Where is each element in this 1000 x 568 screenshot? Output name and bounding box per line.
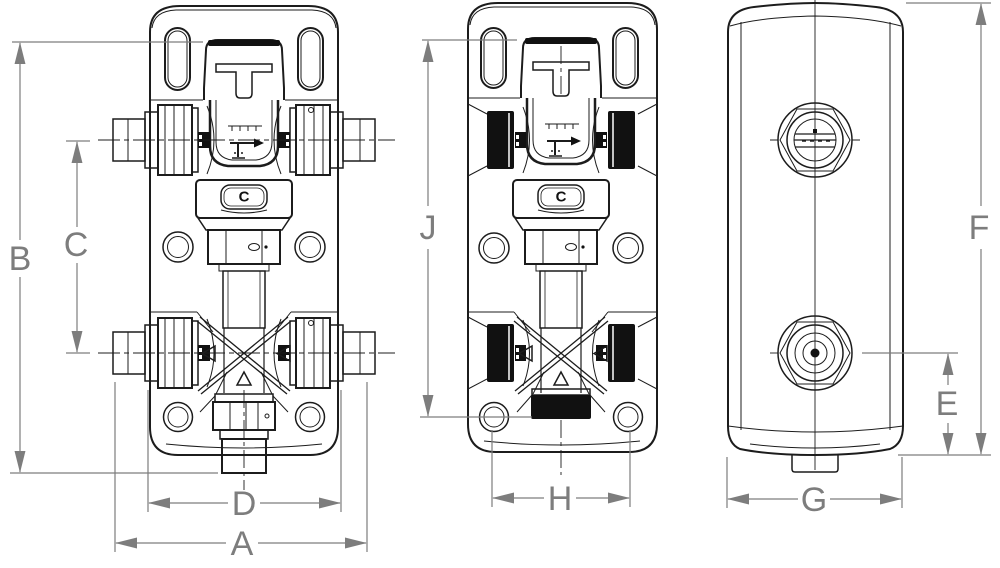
side-port-lower [770, 315, 853, 391]
valve-body-outline [467, 2, 658, 453]
bracket-chamfer-line [151, 9, 337, 29]
actuator-head [520, 37, 602, 98]
side-view [727, 0, 904, 473]
actuator-head [203, 39, 285, 100]
body-boss-right [294, 231, 326, 263]
dimension-B: B [9, 41, 218, 474]
cross-flow-pattern [513, 316, 609, 395]
valve-setting-label: C [239, 189, 250, 206]
side-port-upper [770, 102, 860, 178]
mounting-slot-right [612, 27, 639, 89]
dim-label-D: D [232, 485, 257, 523]
dim-label-H: H [548, 480, 573, 518]
plate-edge [468, 311, 657, 333]
threaded-port-upper-right [592, 103, 658, 177]
flow-direction-triangle-left [517, 344, 533, 363]
flow-direction-triangle-right [592, 344, 608, 363]
mounting-slot-left [164, 27, 191, 91]
body-boss-left [162, 231, 194, 263]
flow-arrow-icon [228, 125, 264, 159]
valve-setting-badge: C [195, 179, 293, 219]
dimension-J: J [420, 39, 532, 418]
front-view-unions: C [98, 5, 395, 490]
dimension-C: C [64, 140, 90, 354]
bottom-threaded-port [516, 388, 606, 419]
valve-cartridge-channel [208, 100, 280, 168]
dim-label-J: J [420, 209, 437, 247]
valve-cartridge-channel [525, 98, 597, 166]
bottom-tab [791, 455, 839, 473]
top-chamfer-line [729, 15, 902, 27]
bracket-chamfer-line [469, 6, 656, 26]
center-union-nut [196, 217, 292, 393]
dimension-A: A [114, 382, 368, 563]
center-union-nut [513, 217, 609, 393]
dimension-E: E [862, 352, 959, 455]
flow-direction-triangle-left [200, 344, 216, 363]
threaded-port-lower-right [592, 316, 658, 390]
dim-label-A: A [231, 525, 254, 563]
base-skirt-lines [727, 425, 904, 449]
valve-body-outline [149, 5, 339, 456]
mounting-slot-left [480, 27, 507, 89]
front-view-threaded: C [467, 2, 658, 475]
dimension-H: H [491, 430, 631, 518]
flow-arrow-icon [545, 123, 581, 157]
flow-direction-triangle-bottom [235, 370, 253, 386]
body-boss-left [478, 232, 510, 264]
dim-label-F: F [969, 209, 990, 247]
base-curve-line [165, 443, 323, 449]
valve-setting-label: C [556, 189, 567, 206]
side-body-outline [727, 1, 904, 457]
plate-edge [150, 311, 338, 333]
body-boss-right [612, 232, 644, 264]
mounting-hole-right [612, 401, 644, 433]
mounting-hole-left [162, 401, 194, 433]
valve-setting-badge: C [512, 179, 610, 219]
dim-label-E: E [936, 385, 959, 423]
base-curve-line [483, 440, 641, 446]
mounting-slot-right [297, 27, 324, 91]
dim-label-C: C [64, 226, 89, 264]
dimension-F: F [898, 2, 991, 456]
flow-direction-triangle-right [275, 344, 291, 363]
dimension-G: G [726, 457, 903, 519]
dim-label-B: B [9, 240, 32, 278]
flow-direction-triangle-bottom [552, 370, 570, 386]
union-port-upper-left [112, 104, 215, 176]
cross-flow-pattern [196, 316, 292, 395]
threaded-port-upper-left [467, 103, 530, 177]
dimension-D: D [147, 390, 342, 523]
mounting-hole-right [294, 401, 326, 433]
dim-label-G: G [801, 481, 827, 519]
side-chamfer-lines [740, 22, 891, 430]
